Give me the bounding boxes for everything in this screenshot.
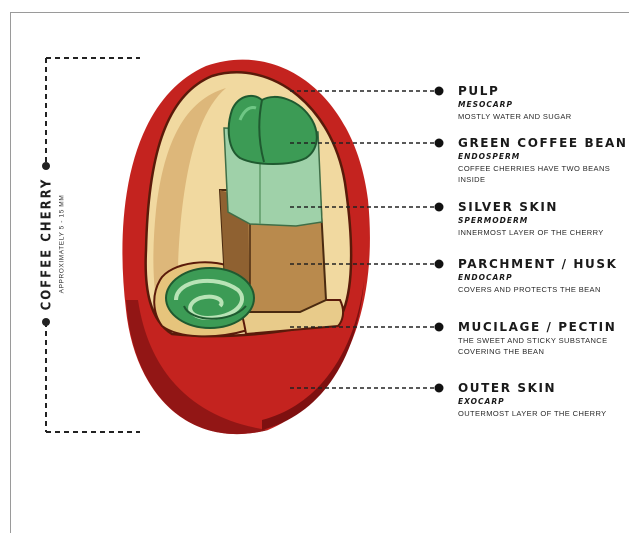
bracket-dot-top xyxy=(42,162,50,170)
label-desc: MOSTLY WATER AND SUGAR xyxy=(458,111,628,122)
label-latin: ENDOSPERM xyxy=(458,152,628,162)
leader-dots xyxy=(435,87,444,393)
label-green-coffee-bean: GREEN COFFEE BEAN ENDOSPERM COFFEE CHERR… xyxy=(458,136,628,185)
bean-cross-section xyxy=(166,268,254,328)
diagram-size-note: APPROXIMATELY 5 - 15 MM xyxy=(59,195,66,294)
label-outer-skin: OUTER SKIN EXOCARP OUTERMOST LAYER OF TH… xyxy=(458,381,628,419)
label-mucilage-pectin: MUCILAGE / PECTIN THE SWEET AND STICKY S… xyxy=(458,320,628,357)
label-latin: MESOCARP xyxy=(458,100,628,110)
label-title: PARCHMENT / HUSK xyxy=(458,257,628,271)
label-pulp: PULP MESOCARP MOSTLY WATER AND SUGAR xyxy=(458,84,628,122)
label-desc: COFFEE CHERRIES HAVE TWO BEANS INSIDE xyxy=(458,163,628,185)
label-silver-skin: SILVER SKIN SPERMODERM INNERMOST LAYER O… xyxy=(458,200,628,238)
label-title: SILVER SKIN xyxy=(458,200,628,214)
label-title: MUCILAGE / PECTIN xyxy=(458,320,628,334)
label-desc: COVERS AND PROTECTS THE BEAN xyxy=(458,284,628,295)
label-desc: OUTERMOST LAYER OF THE CHERRY xyxy=(458,408,628,419)
label-latin: SPERMODERM xyxy=(458,216,628,226)
label-desc: INNERMOST LAYER OF THE CHERRY xyxy=(458,227,628,238)
label-title: OUTER SKIN xyxy=(458,381,628,395)
label-title: GREEN COFFEE BEAN xyxy=(458,136,628,150)
label-latin: ENDOCARP xyxy=(458,273,628,283)
diagram-title: COFFEE CHERRY xyxy=(40,178,55,311)
label-title: PULP xyxy=(458,84,628,98)
bracket-dot-bottom xyxy=(42,318,50,326)
label-desc: THE SWEET AND STICKY SUBSTANCE COVERING … xyxy=(458,335,628,357)
label-latin: EXOCARP xyxy=(458,397,628,407)
label-parchment-husk: PARCHMENT / HUSK ENDOCARP COVERS AND PRO… xyxy=(458,257,628,295)
